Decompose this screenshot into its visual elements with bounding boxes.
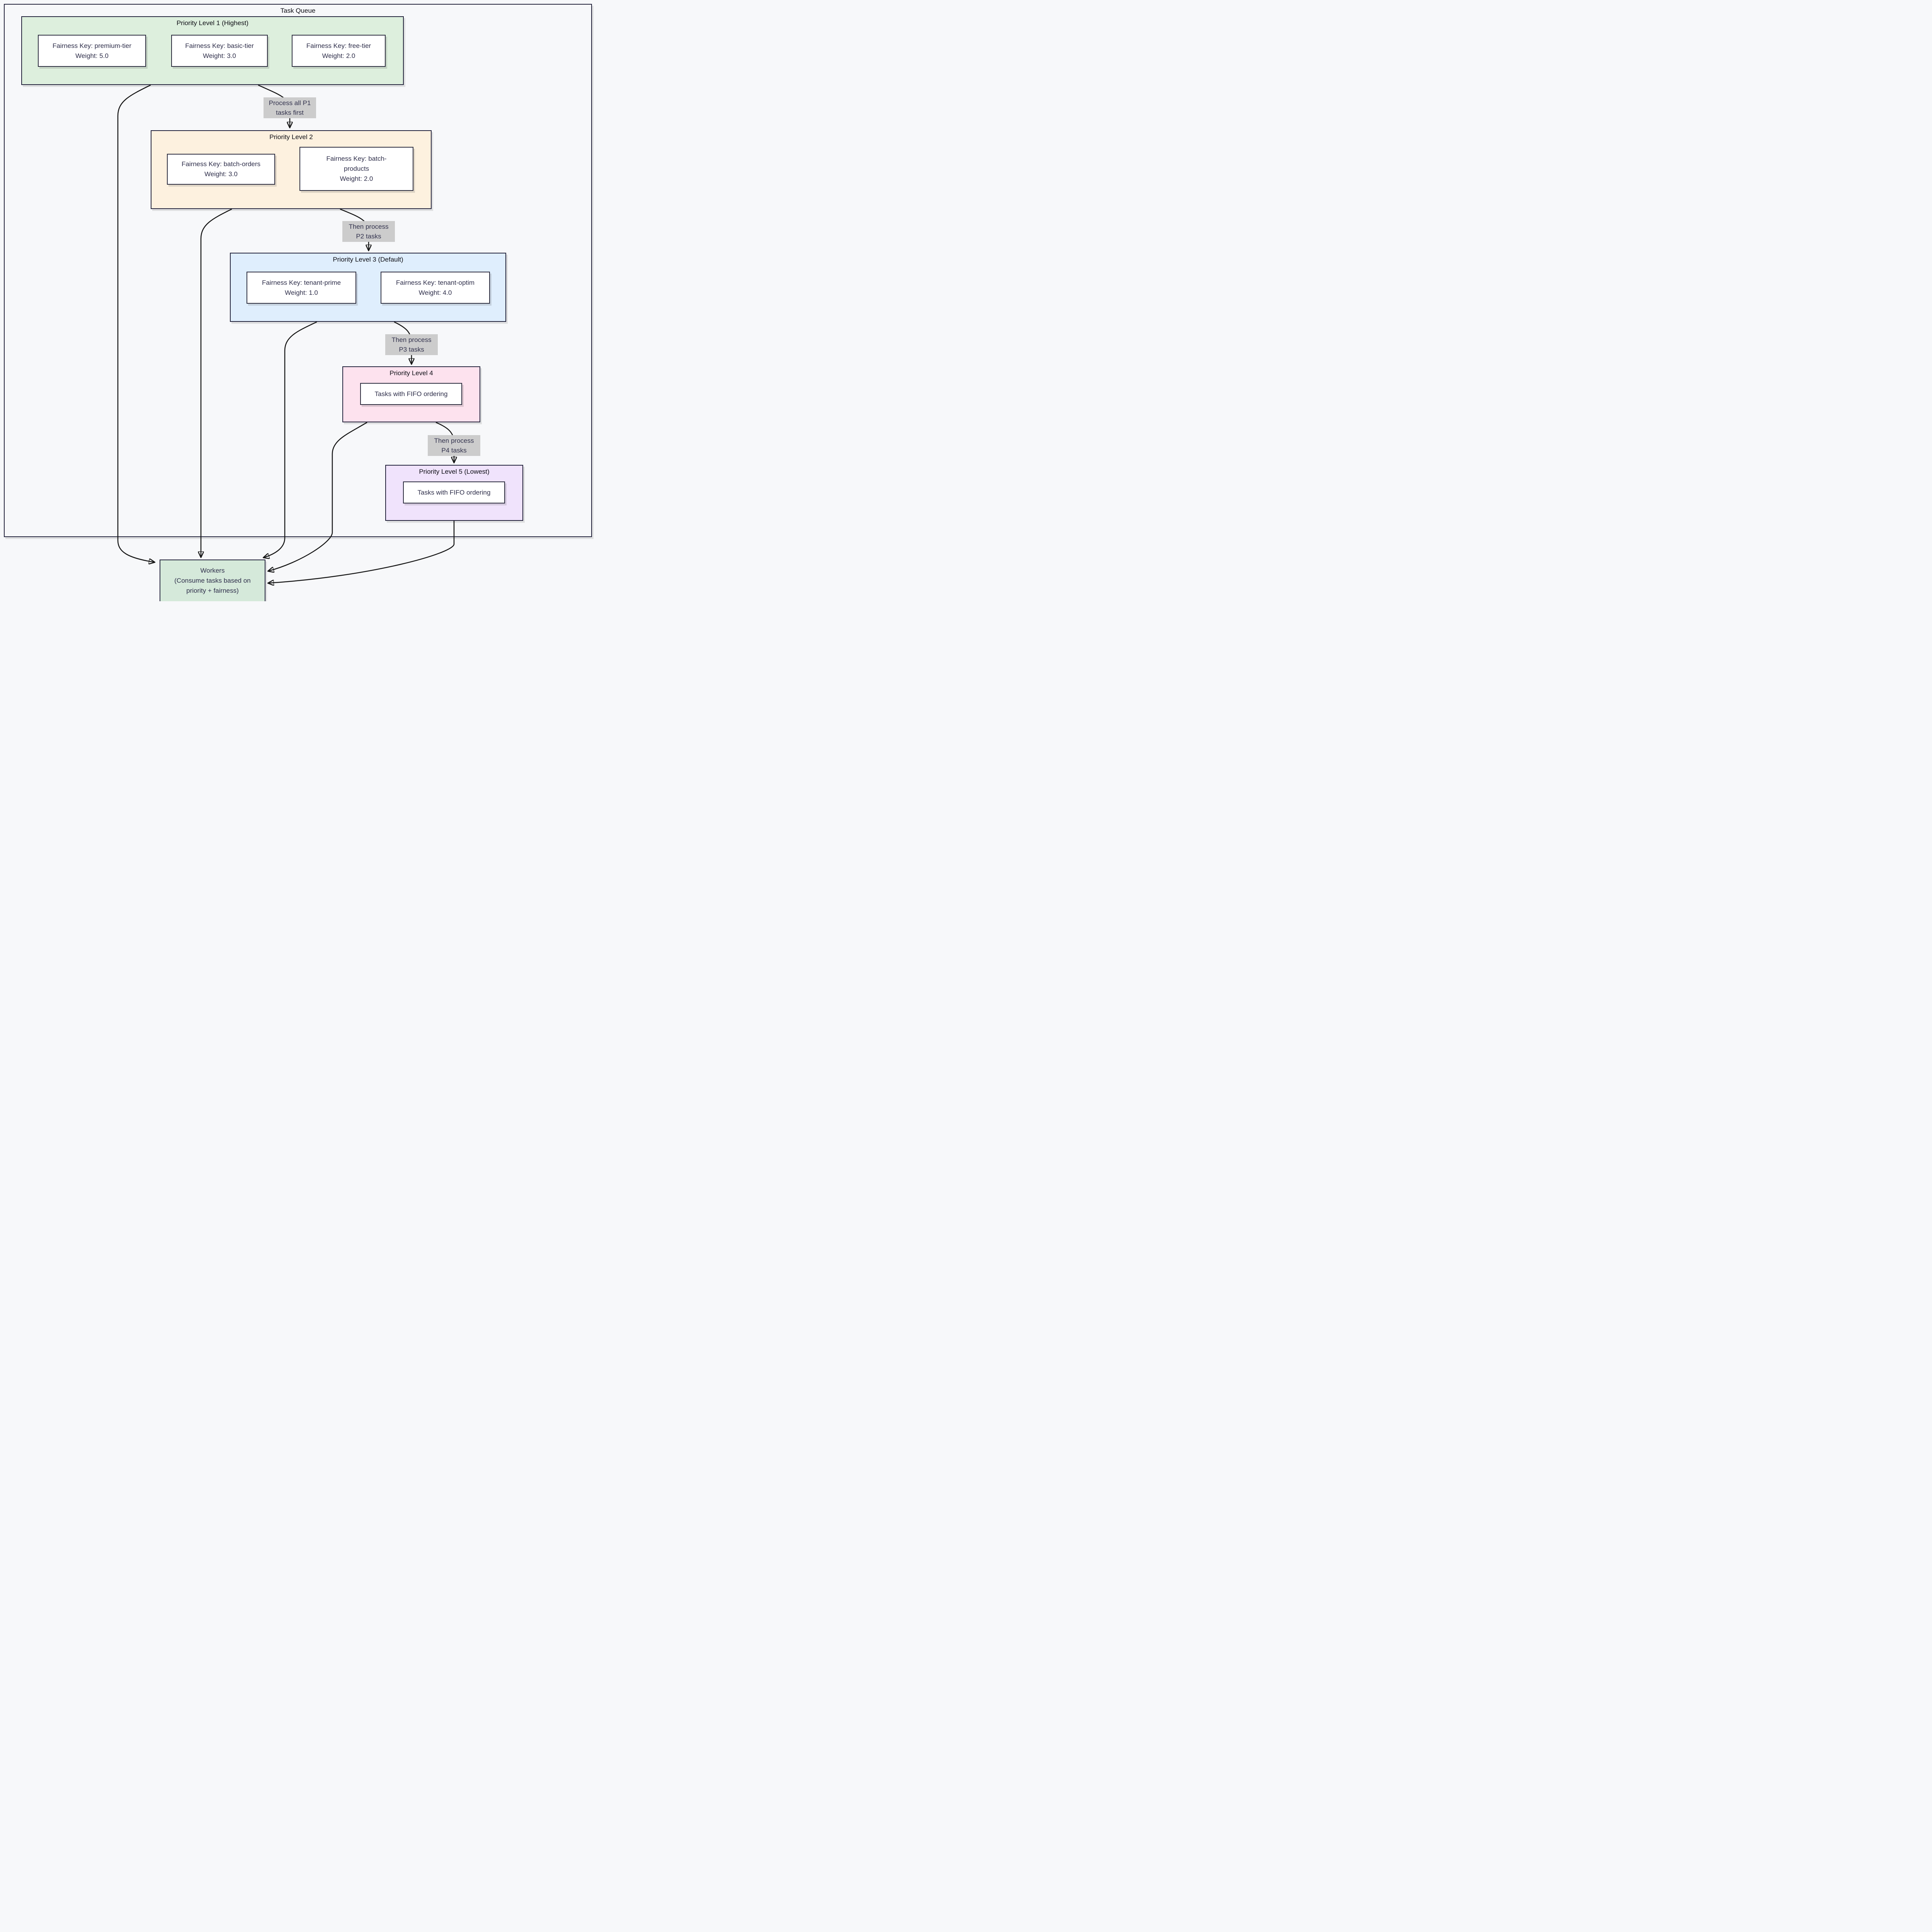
fairness-node-weight: Weight: 2.0	[322, 52, 355, 60]
fairness-node-label: Fairness Key: premium-tier	[52, 42, 132, 49]
task-queue-title: Task Queue	[280, 7, 316, 14]
fairness-node-label: Fairness Key: tenant-prime	[262, 279, 341, 286]
fairness-node-weight: Weight: 5.0	[75, 52, 109, 60]
workers-subtitle: (Consume tasks based on priority + fairn…	[174, 577, 251, 594]
fairness-node-weight: Weight: 4.0	[418, 289, 452, 296]
fairness-node-label: Fairness Key: free-tier	[306, 42, 371, 49]
fairness-node-tenant-prime: Fairness Key: tenant-prime Weight: 1.0	[247, 272, 356, 304]
fairness-node-weight: Weight: 2.0	[340, 175, 373, 182]
fairness-node-label: Fairness Key: batch-products	[326, 155, 387, 172]
priority-level-3-title: Priority Level 3 (Default)	[333, 256, 403, 263]
workers-node: Workers (Consume tasks based on priority…	[160, 560, 265, 601]
fairness-node-label: Fairness Key: basic-tier	[185, 42, 254, 49]
priority-level-2-title: Priority Level 2	[269, 133, 313, 141]
edge-label-process-p4: Then process P4 tasks	[428, 435, 480, 456]
edge-label-process-p3: Then process P3 tasks	[385, 334, 438, 355]
fifo-node-p5: Tasks with FIFO ordering	[403, 481, 505, 503]
flow-diagram: Task Queue Priority Level 1 (Highest) Fa…	[0, 0, 596, 601]
fifo-node-p4: Tasks with FIFO ordering	[360, 383, 462, 405]
fairness-node-batch-products: Fairness Key: batch-products Weight: 2.0	[299, 147, 413, 191]
edge-label-process-p2: Then process P2 tasks	[342, 221, 395, 242]
priority-level-1-title: Priority Level 1 (Highest)	[176, 19, 249, 27]
fairness-node-weight: Weight: 1.0	[285, 289, 318, 296]
workers-title: Workers	[200, 567, 225, 574]
priority-level-5-title: Priority Level 5 (Lowest)	[419, 468, 490, 475]
fairness-node-weight: Weight: 3.0	[204, 170, 238, 178]
fairness-node-label: Fairness Key: tenant-optim	[396, 279, 475, 286]
fairness-node-premium-tier: Fairness Key: premium-tier Weight: 5.0	[38, 35, 146, 67]
edge-label-process-p1: Process all P1 tasks first	[264, 97, 316, 118]
fifo-node-label: Tasks with FIFO ordering	[374, 390, 448, 398]
fifo-node-label: Tasks with FIFO ordering	[417, 488, 491, 496]
priority-level-4-title: Priority Level 4	[389, 369, 433, 377]
fairness-node-batch-orders: Fairness Key: batch-orders Weight: 3.0	[167, 154, 275, 185]
fairness-node-label: Fairness Key: batch-orders	[181, 160, 261, 168]
fairness-node-tenant-optim: Fairness Key: tenant-optim Weight: 4.0	[381, 272, 490, 304]
fairness-node-weight: Weight: 3.0	[203, 52, 236, 60]
fairness-node-free-tier: Fairness Key: free-tier Weight: 2.0	[292, 35, 386, 67]
fairness-node-basic-tier: Fairness Key: basic-tier Weight: 3.0	[171, 35, 268, 67]
